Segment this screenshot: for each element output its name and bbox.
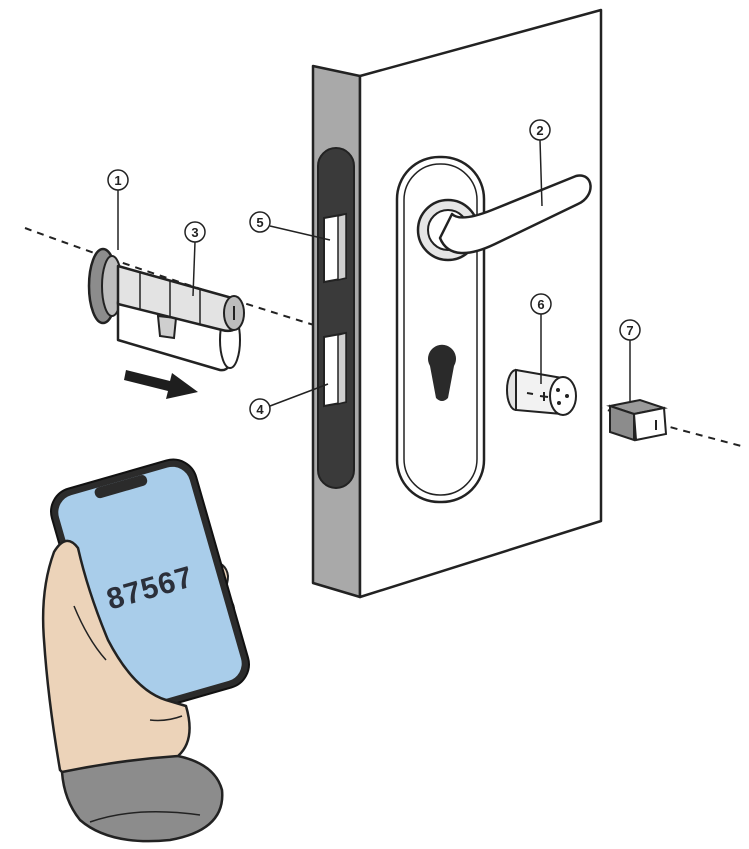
- callout-2-number: 2: [536, 123, 543, 138]
- callout-7-number: 7: [626, 323, 633, 338]
- battery-cap: [610, 400, 666, 440]
- door: [313, 10, 601, 597]
- callout-1: 1: [108, 170, 128, 250]
- callout-5-number: 5: [256, 215, 263, 230]
- callout-4-number: 4: [256, 402, 264, 417]
- right-arrow-icon: [124, 370, 198, 399]
- mortise-slot: [318, 148, 354, 488]
- hand-with-phone: 87567: [43, 454, 255, 841]
- cylinder-cam: [158, 316, 176, 338]
- callout-3-number: 3: [191, 225, 198, 240]
- callout-6-number: 6: [537, 297, 544, 312]
- lock-cylinder: [89, 249, 244, 370]
- callout-7: 7: [620, 320, 640, 402]
- callout-1-number: 1: [114, 173, 121, 188]
